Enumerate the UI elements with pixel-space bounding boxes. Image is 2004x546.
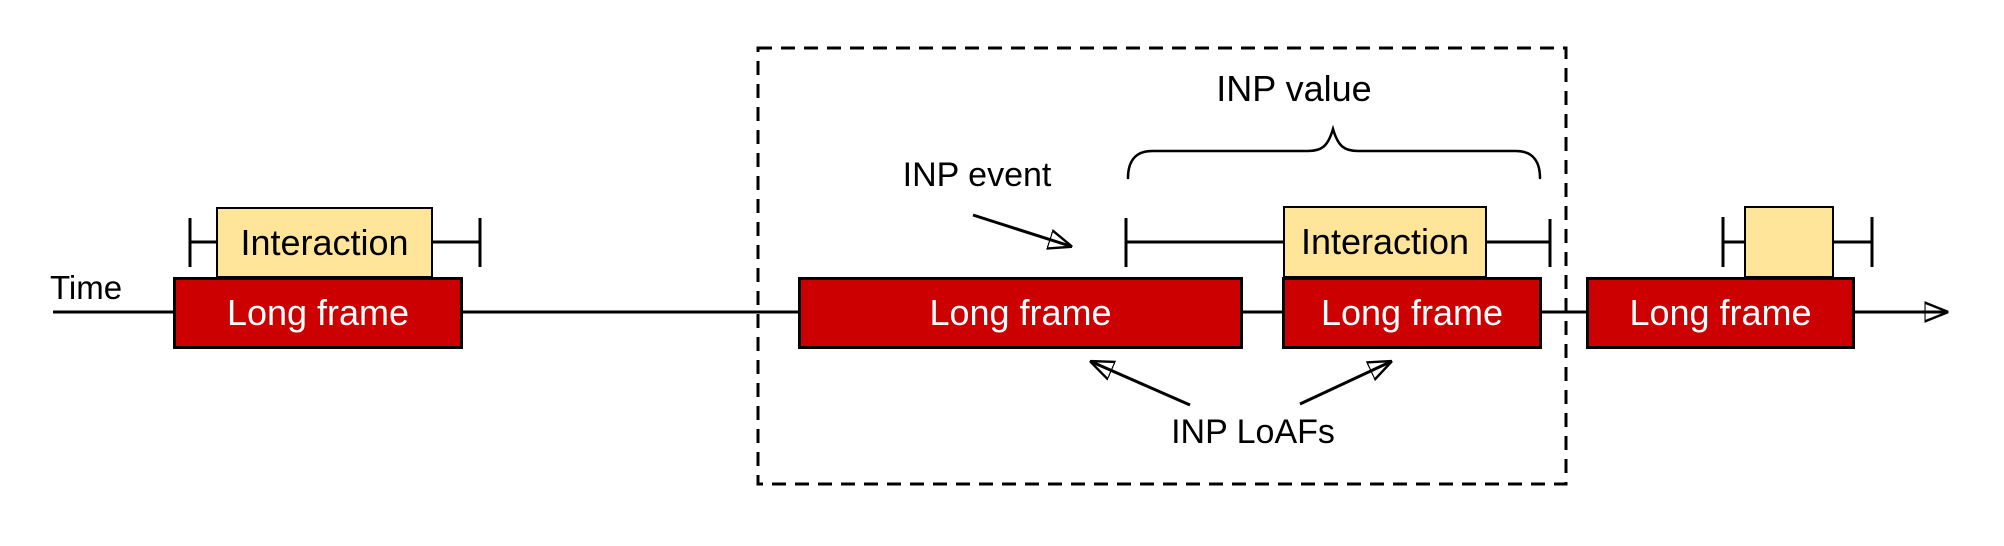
left-long-frame-label: Long frame — [226, 292, 410, 333]
inp-event-label: INP event — [902, 156, 1052, 194]
inp-event-arrow — [972, 213, 1070, 246]
middle-interaction-label: Interaction — [1300, 221, 1470, 262]
right-long-frame-box: Long frame — [1586, 277, 1855, 349]
left-interaction-box: Interaction — [216, 207, 433, 278]
inp-value-label: INP value — [1216, 68, 1372, 109]
middle-long-frame-a-label: Long frame — [929, 292, 1112, 333]
middle-interaction-box: Interaction — [1283, 206, 1487, 278]
middle-long-frame-a-box: Long frame — [798, 277, 1243, 349]
middle-long-frame-b-label: Long frame — [1320, 292, 1504, 333]
right-interaction-box — [1744, 206, 1834, 278]
left-interaction-label: Interaction — [240, 221, 409, 263]
inp-loafs-arrow-right — [1299, 362, 1390, 406]
right-interaction-start-whisker — [1721, 217, 1744, 267]
middle-interaction-start-whisker — [1124, 218, 1283, 267]
left-interaction-end-whisker — [433, 218, 482, 267]
inp-loafs-arrow-left — [1092, 362, 1191, 407]
left-long-frame-box: Long frame — [173, 277, 463, 349]
right-interaction-end-whisker — [1834, 217, 1874, 267]
right-long-frame-label: Long frame — [1629, 292, 1812, 333]
left-interaction-start-whisker — [188, 218, 216, 267]
inp-window-dashed-outline — [756, 46, 1568, 486]
middle-interaction-end-whisker — [1487, 219, 1552, 267]
middle-long-frame-b-box: Long frame — [1282, 277, 1542, 349]
inp-value-brace — [1126, 124, 1542, 180]
time-label: Time — [49, 269, 123, 306]
inp-loafs-label: INP LoAFs — [1171, 413, 1335, 451]
